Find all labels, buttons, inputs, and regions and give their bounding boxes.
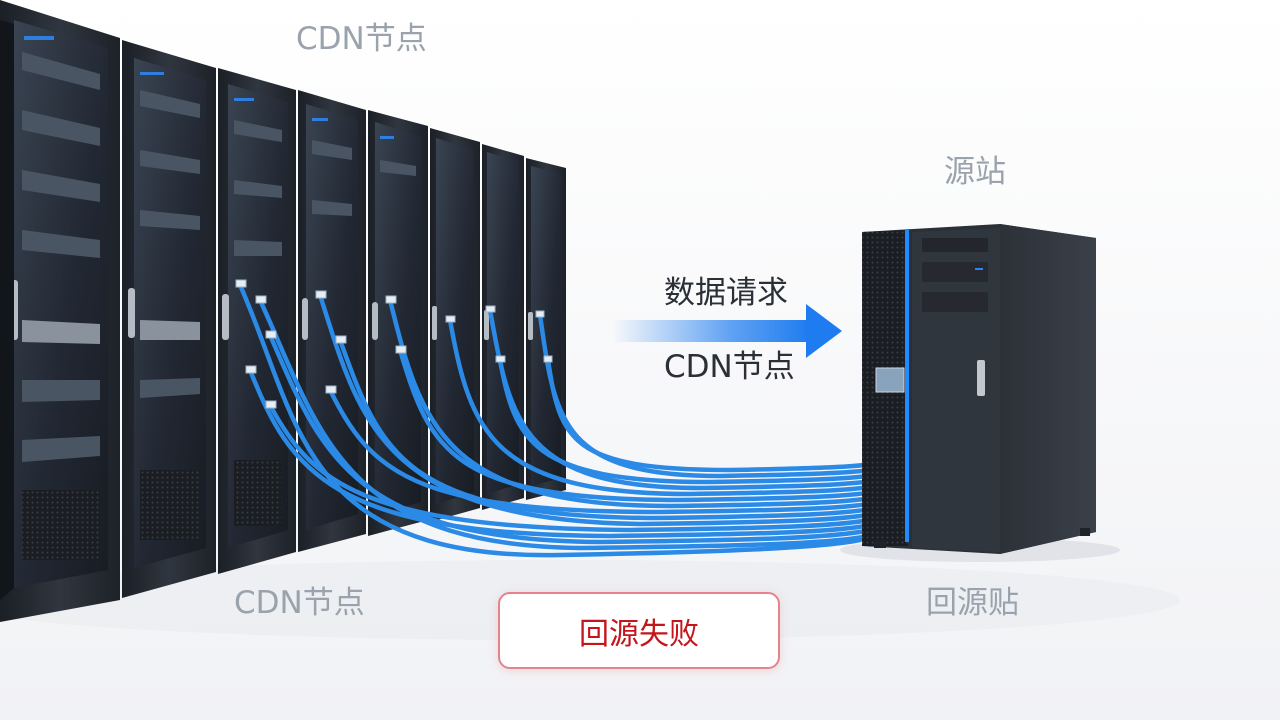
network-cables	[237, 282, 905, 558]
server-rack	[0, 0, 120, 622]
server-rack	[526, 158, 566, 500]
data-request-arrow	[612, 304, 842, 358]
data-request-label: 数据请求	[664, 275, 788, 311]
cdn-node-label-mid: CDN节点	[664, 349, 795, 385]
cdn-server-racks	[0, 0, 566, 622]
cdn-node-label-bottom: CDN节点	[234, 585, 365, 621]
origin-label-top: 源站	[944, 154, 1006, 190]
cable-connectors	[235, 279, 553, 409]
server-rack	[482, 144, 524, 510]
origin-failure-alert: 回源失败	[498, 592, 780, 669]
server-rack	[430, 128, 480, 522]
origin-server	[840, 224, 1120, 562]
cdn-node-label-top: CDN节点	[296, 21, 427, 57]
origin-label-bottom: 回源贴	[926, 585, 1019, 621]
origin-failure-text: 回源失败	[579, 616, 699, 652]
server-rack	[122, 40, 216, 598]
